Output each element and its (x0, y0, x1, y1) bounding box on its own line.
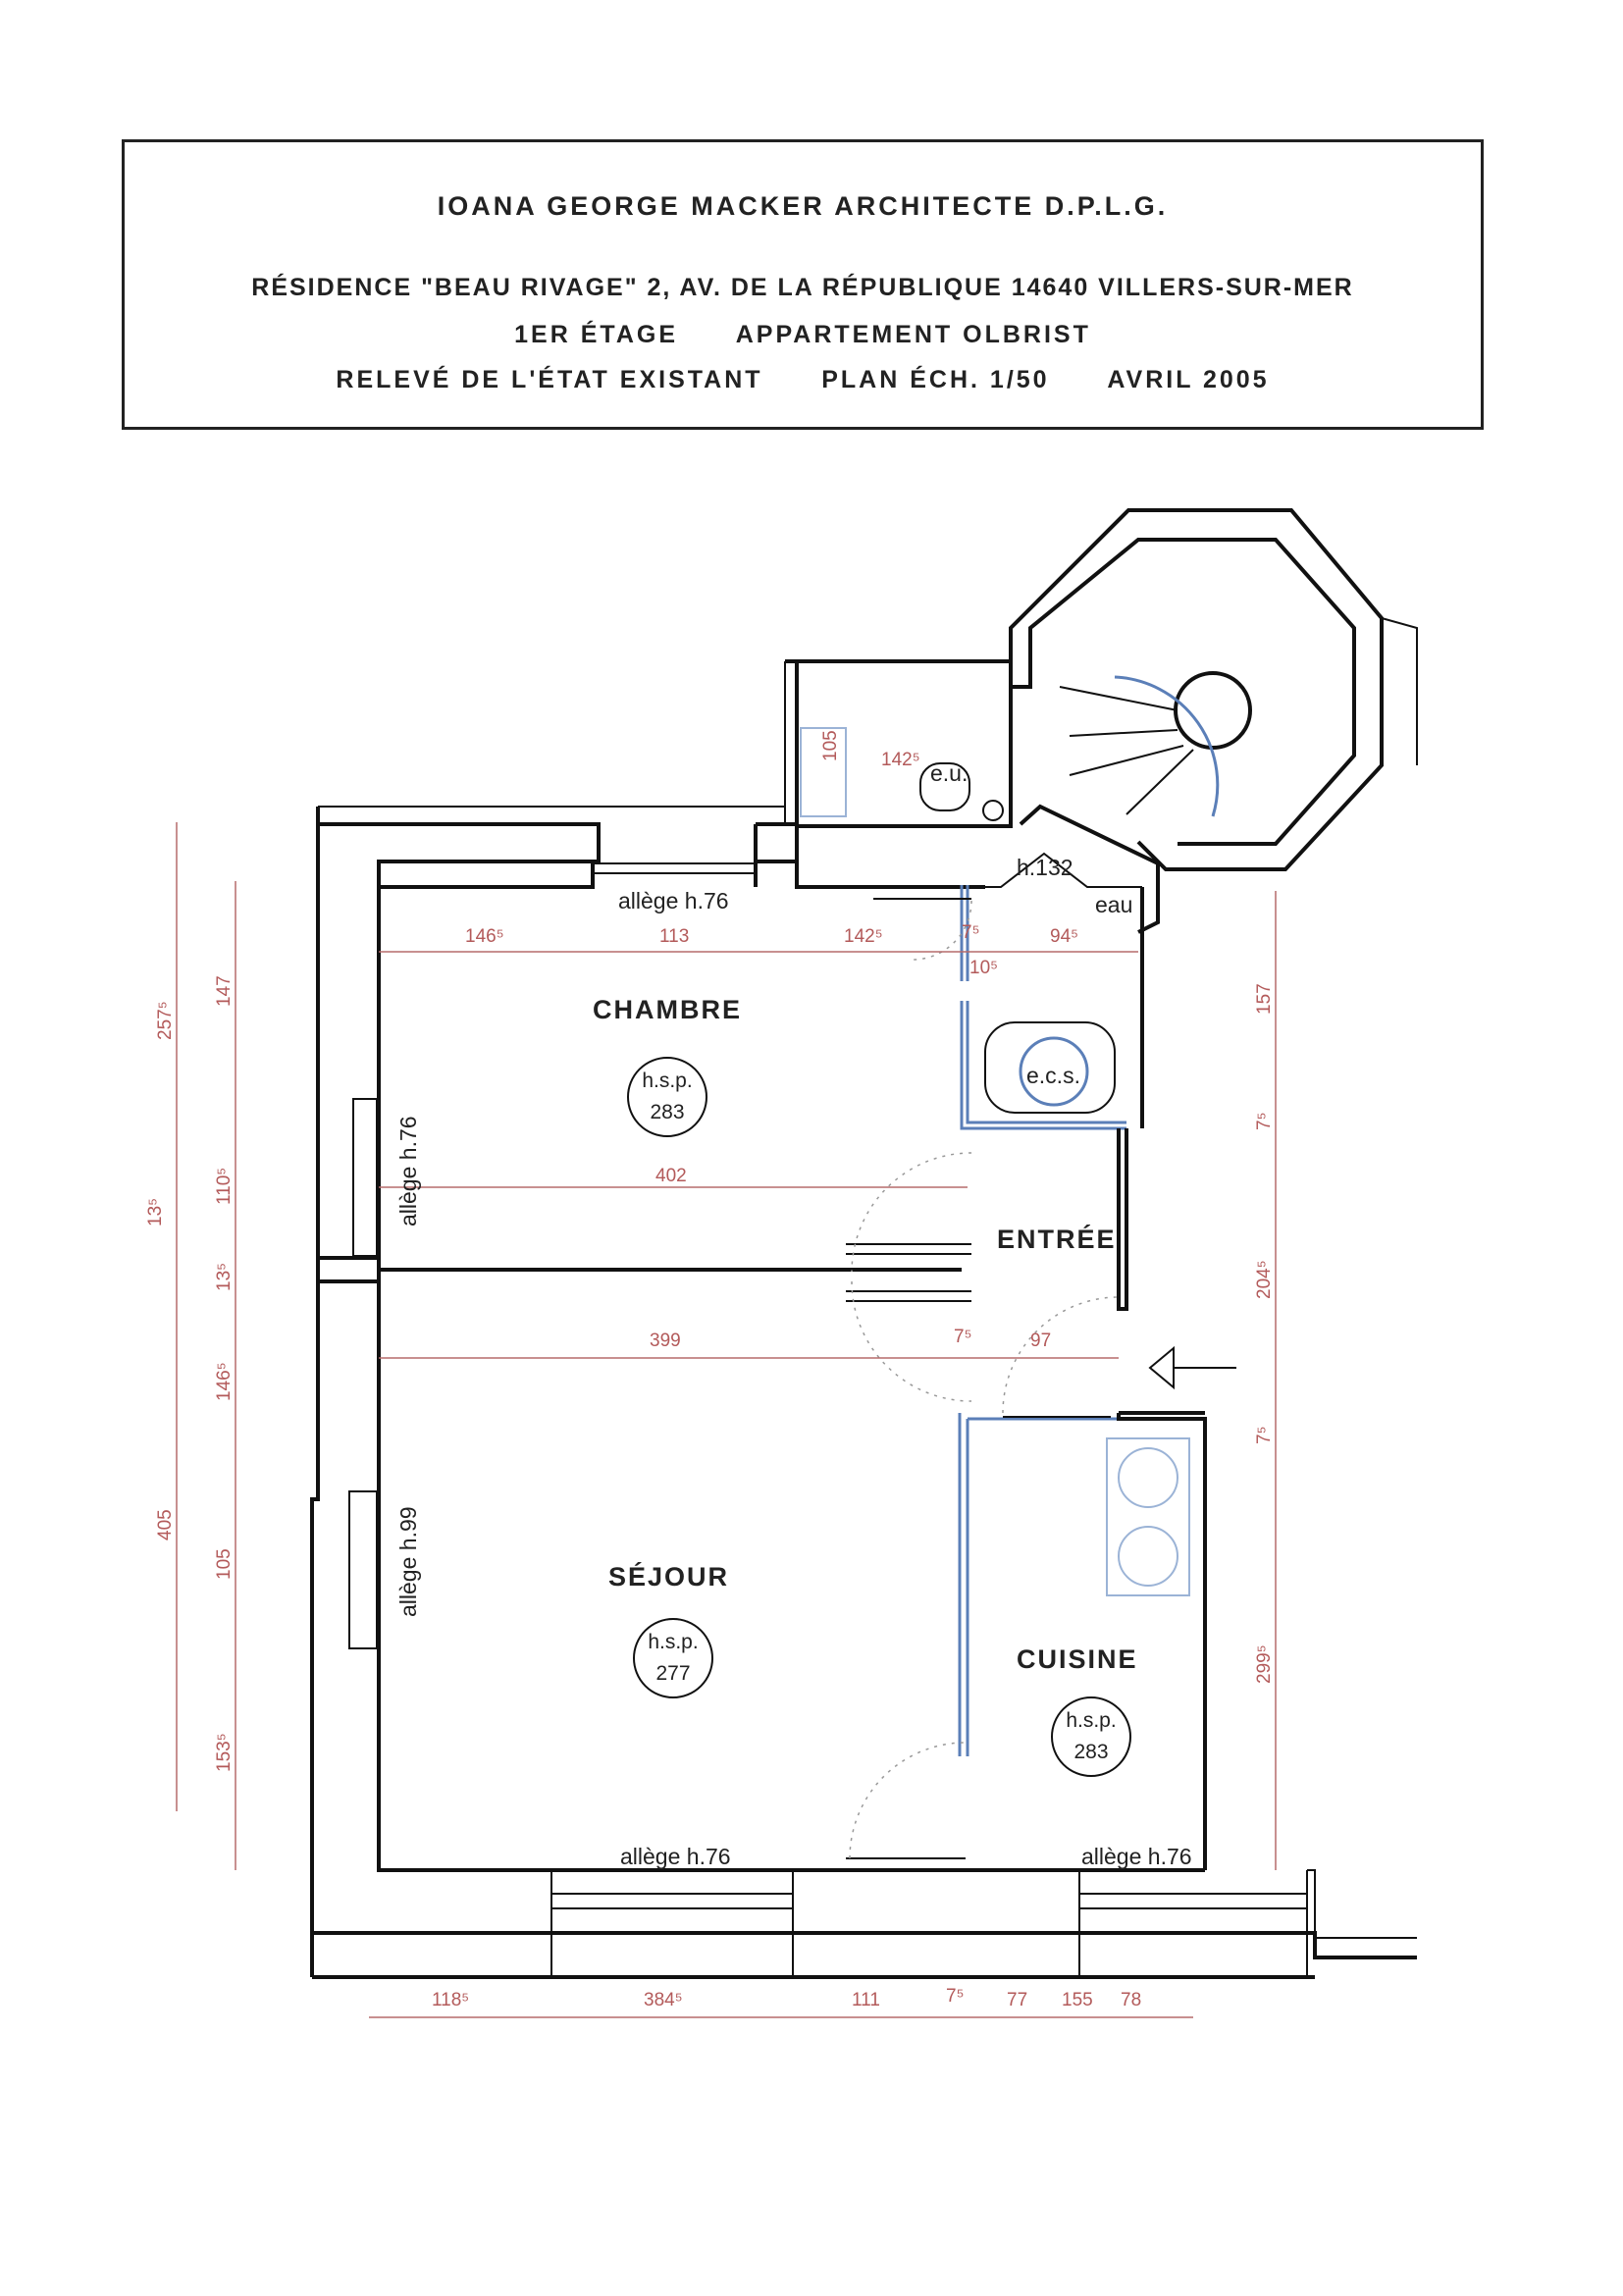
room-entree-name: ENTRÉE (997, 1224, 1117, 1254)
title-block: IOANA GEORGE MACKER ARCHITECTE D.P.L.G. … (122, 139, 1484, 430)
dim-bottom-4: 7⁵ (946, 1986, 964, 2007)
dim-top-5: 94⁵ (1050, 926, 1078, 947)
dim-right-5: 299⁵ (1254, 1644, 1275, 1684)
allege-bottom-right-label: allège h.76 (1081, 1844, 1192, 1869)
scale-label: PLAN ÉCH. 1/50 (821, 366, 1050, 393)
dim-mid-97: 97 (1030, 1331, 1051, 1351)
dim-wc-105: 105 (820, 730, 841, 761)
dim-left-outer-2: 13⁵ (145, 1198, 166, 1226)
outer-walls (310, 806, 1417, 1979)
chambre-hsp-label: h.s.p. (642, 1070, 692, 1092)
dim-top-3: 142⁵ (844, 926, 883, 947)
partitions (379, 852, 1207, 1870)
allege-left-bottom-label: allège h.99 (395, 1506, 421, 1617)
room-chambre-name: CHAMBRE (593, 995, 742, 1024)
eu-label: e.u. (930, 760, 968, 786)
architect-name: IOANA GEORGE MACKER ARCHITECTE D.P.L.G. (437, 191, 1169, 221)
cuisine-hsp-value: 283 (1073, 1741, 1108, 1763)
dim-left-outer-1: 257⁵ (155, 1001, 176, 1040)
dim-left-inner-1: 147 (214, 975, 235, 1007)
dim-top-1: 146⁵ (465, 926, 504, 947)
eau-label: eau (1095, 892, 1132, 917)
dim-left-inner-4: 146⁵ (214, 1362, 235, 1401)
dim-right-2: 7⁵ (1254, 1113, 1275, 1130)
wc-and-stair (784, 508, 1418, 934)
dim-left-outer-3: 405 (155, 1509, 176, 1540)
address-line: RÉSIDENCE "BEAU RIVAGE" 2, AV. DE LA RÉP… (251, 274, 1354, 301)
dim-right-1: 157 (1254, 983, 1275, 1015)
dim-top-4: 7⁵ (962, 922, 979, 943)
dim-wc-142: 142⁵ (881, 750, 920, 770)
floor-line: 1ER ÉTAGE APPARTEMENT OLBRIST (125, 321, 1481, 349)
entry-arrow-icon (1148, 1345, 1236, 1390)
sejour-hsp-label: h.s.p. (648, 1631, 698, 1653)
dim-mid-7: 7⁵ (954, 1327, 971, 1347)
floor-label: 1ER ÉTAGE (514, 321, 678, 348)
dim-right-3: 204⁵ (1254, 1260, 1275, 1299)
ecs-label: e.c.s. (1026, 1063, 1080, 1088)
apartment-label: APPARTEMENT OLBRIST (735, 321, 1091, 348)
dimension-lines (176, 822, 1277, 2018)
dim-top-2: 113 (659, 926, 689, 947)
allege-top-label: allège h.76 (618, 888, 729, 913)
dim-bottom-1: 118⁵ (432, 1990, 469, 2010)
dim-chambre-width: 402 (655, 1166, 687, 1186)
survey-label: RELEVÉ DE L'ÉTAT EXISTANT (336, 366, 763, 393)
dim-small-10: 10⁵ (969, 958, 998, 978)
room-sejour-name: SÉJOUR (608, 1561, 729, 1592)
dim-bottom-3: 111 (852, 1990, 880, 2010)
sejour-hsp-value: 277 (655, 1662, 690, 1685)
plan-labels: allège h.76 allège h.76 allège h.99 allè… (395, 760, 1192, 1869)
dim-left-inner-5: 105 (214, 1548, 235, 1580)
cuisine-hsp-label: h.s.p. (1066, 1709, 1116, 1732)
room-cuisine-name: CUISINE (1017, 1644, 1138, 1674)
h132-label: h.132 (1017, 855, 1073, 880)
dim-bottom-5: 77 (1007, 1990, 1027, 2010)
dim-bottom-6: 155 (1062, 1990, 1093, 2010)
dim-right-4: 7⁵ (1254, 1427, 1275, 1444)
dim-bottom-7: 78 (1121, 1990, 1141, 2010)
allege-left-top-label: allège h.76 (395, 1116, 421, 1226)
survey-line: RELEVÉ DE L'ÉTAT EXISTANT PLAN ÉCH. 1/50… (125, 366, 1481, 394)
dim-left-inner-3: 13⁵ (214, 1263, 235, 1291)
dimension-texts: 146⁵ 113 142⁵ 7⁵ 94⁵ 10⁵ 402 399 7⁵ 97 1… (145, 730, 1275, 2010)
date-label: AVRIL 2005 (1107, 366, 1270, 393)
dim-sejour-width: 399 (650, 1331, 681, 1351)
dim-bottom-2: 384⁵ (644, 1990, 683, 2010)
chambre-hsp-value: 283 (650, 1101, 684, 1123)
dim-left-inner-2: 110⁵ (214, 1168, 235, 1205)
allege-bottom-mid-label: allège h.76 (620, 1844, 731, 1869)
dim-left-inner-6: 153⁵ (214, 1733, 235, 1772)
